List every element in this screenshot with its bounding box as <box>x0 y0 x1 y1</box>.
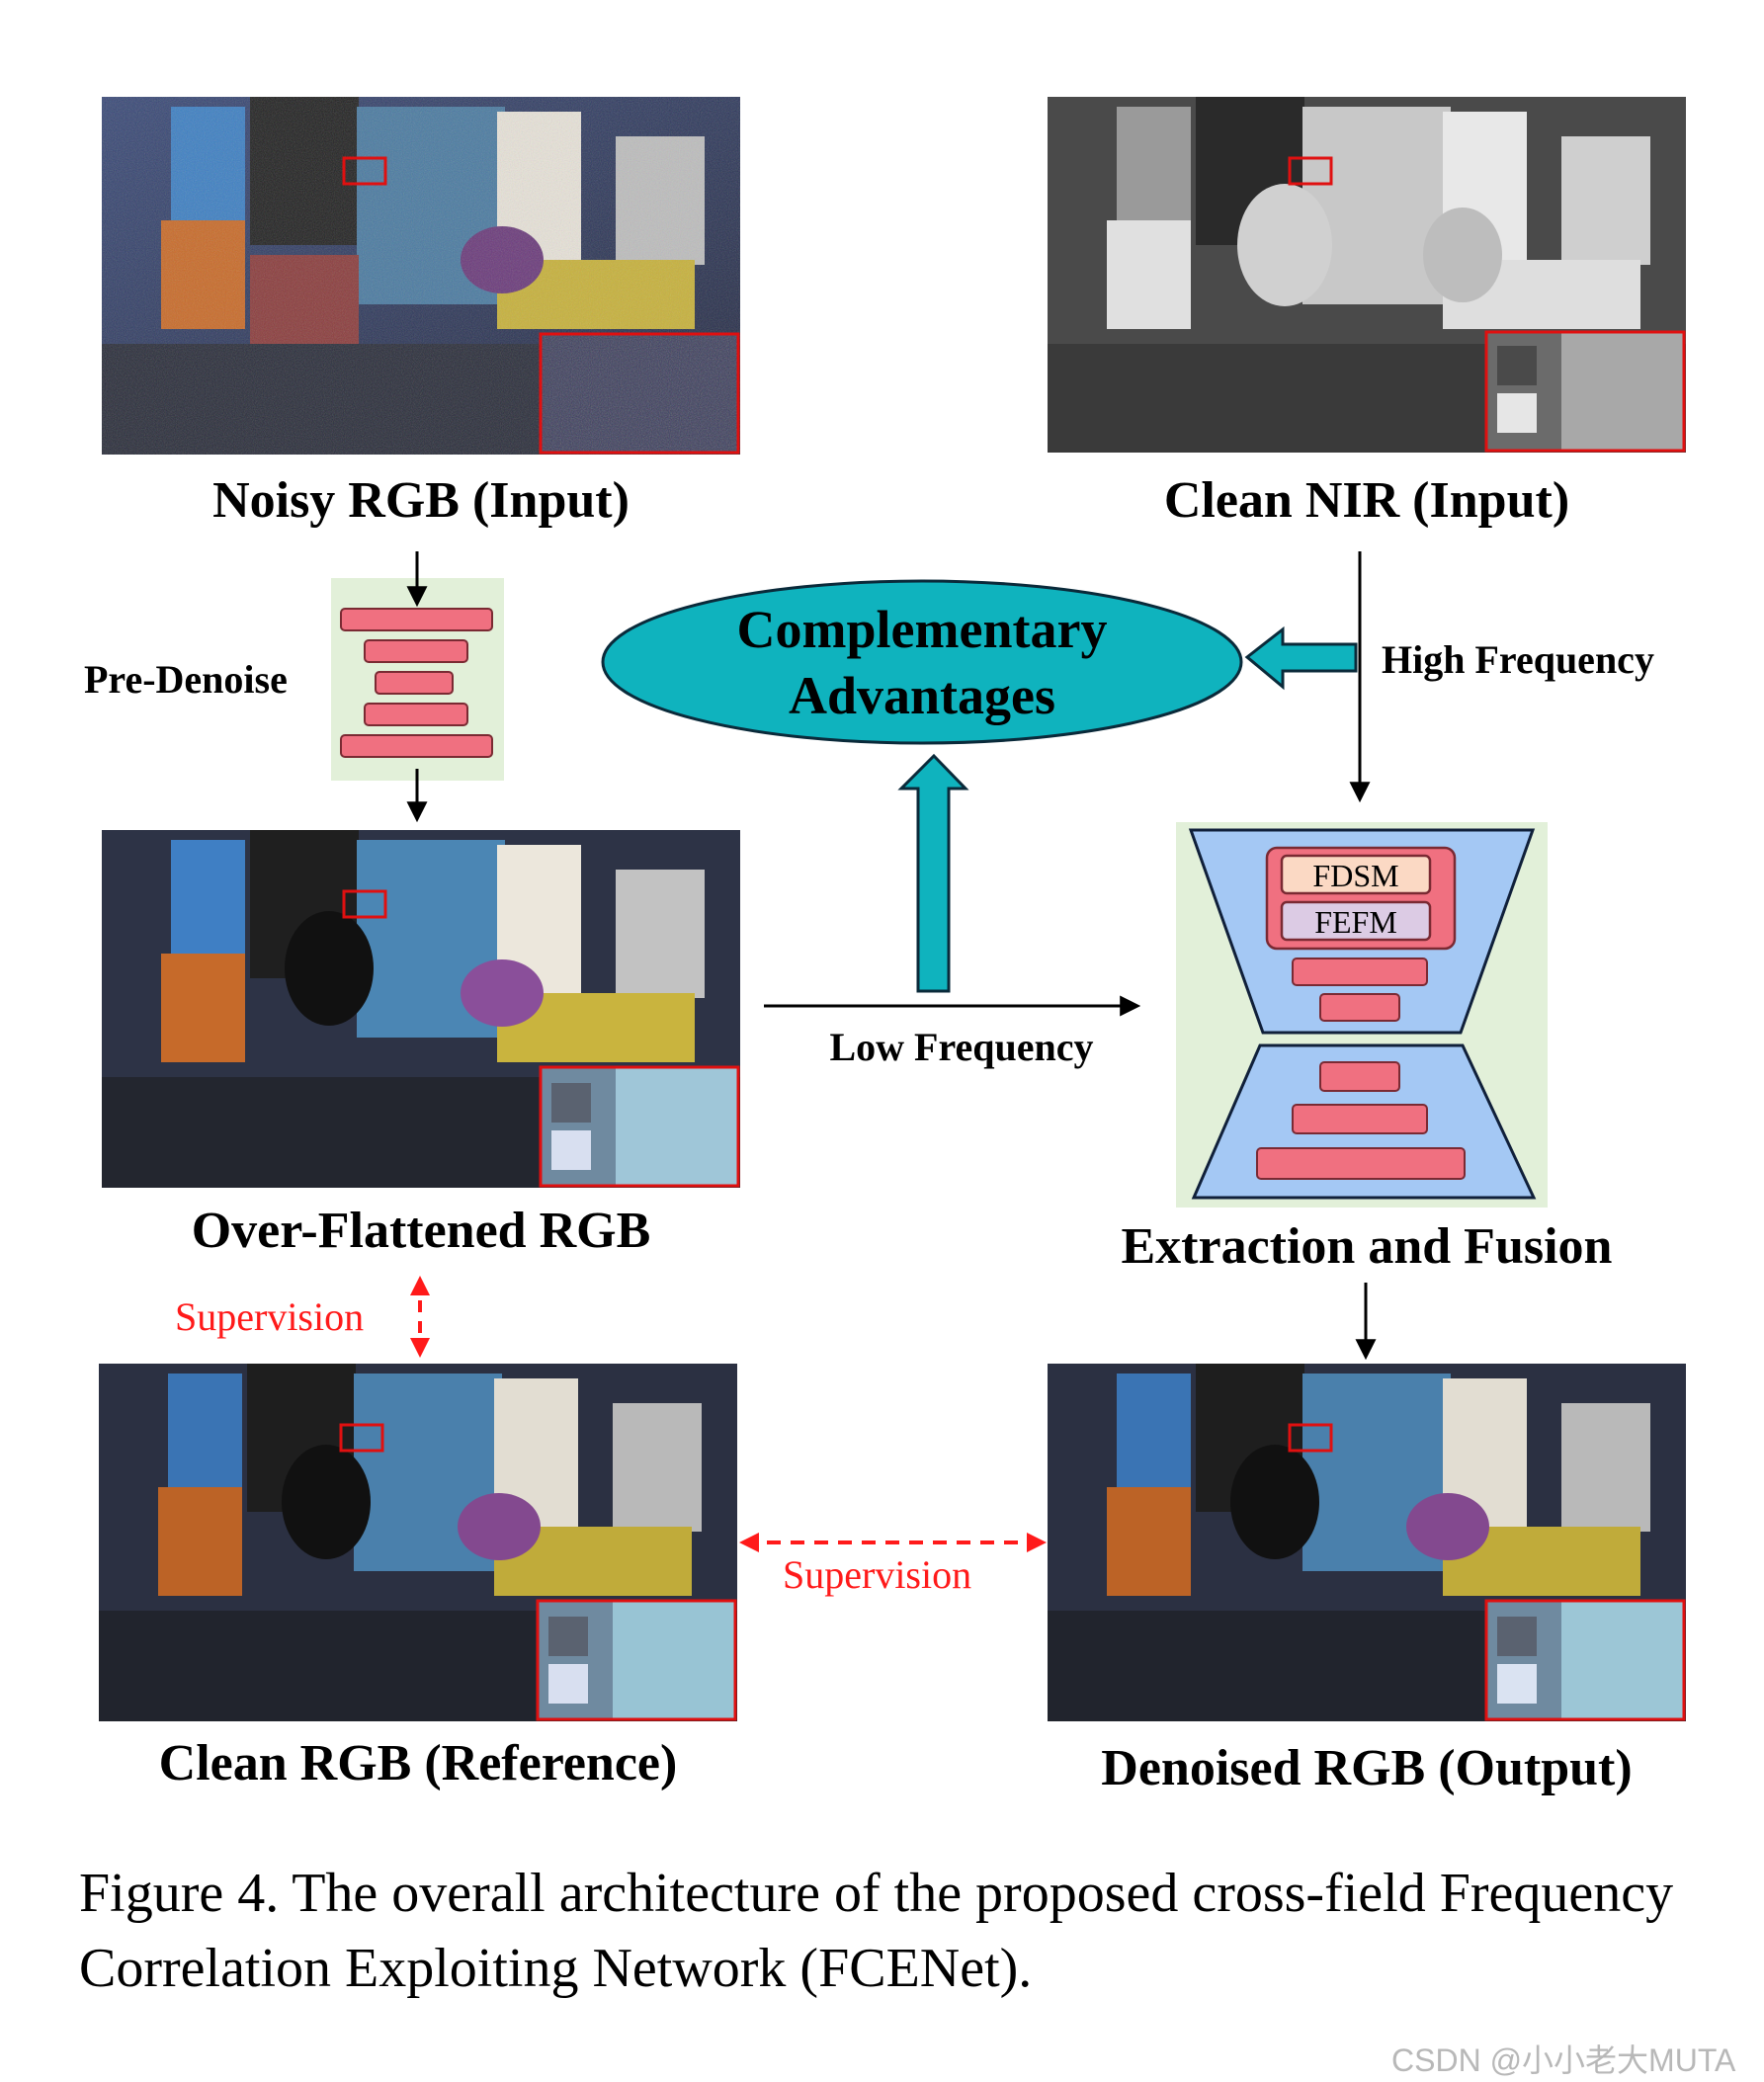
watermark: CSDN @小小老大MUTA <box>1391 2042 1736 2078</box>
encoder-block-2 <box>1319 993 1400 1022</box>
supervision-horizontal-label: Supervision <box>783 1552 972 1597</box>
extraction-fusion-label: Extraction and Fusion <box>1121 1218 1613 1275</box>
complementary-line-2: Advantages <box>789 666 1055 725</box>
decoder-block-1 <box>1319 1061 1400 1092</box>
high-frequency-block-arrow <box>1244 625 1358 691</box>
fdsm-label: FDSM <box>1312 858 1398 893</box>
pre-denoise-block-5 <box>340 734 493 758</box>
complementary-line-1: Complementary <box>737 600 1108 659</box>
fefm-label: FEFM <box>1314 904 1397 940</box>
noisy-rgb-label: Noisy RGB (Input) <box>212 472 630 529</box>
denoised-rgb-output-image <box>1048 1364 1686 1721</box>
noisy-rgb-image <box>102 97 740 455</box>
clean-nir-label: Clean NIR (Input) <box>1163 472 1570 529</box>
supervision-vertical-label: Supervision <box>175 1294 365 1339</box>
over-flattened-label: Over-Flattened RGB <box>191 1203 651 1259</box>
decoder-block-3 <box>1256 1147 1466 1180</box>
pre-denoise-block-1 <box>340 608 493 631</box>
high-frequency-label: High Frequency <box>1382 637 1654 682</box>
low-frequency-label: Low Frequency <box>829 1025 1094 1069</box>
over-flattened-rgb-image <box>102 830 740 1188</box>
clean-nir-image <box>1048 97 1686 453</box>
pre-denoise-block-3 <box>375 671 454 695</box>
pre-denoise-label: Pre-Denoise <box>84 657 288 702</box>
clean-rgb-label: Clean RGB (Reference) <box>158 1735 678 1791</box>
decoder-block-2 <box>1292 1104 1428 1134</box>
pre-denoise-block-4 <box>364 703 468 726</box>
complementary-advantages-ellipse <box>601 579 1243 745</box>
fefm-box <box>1280 900 1432 942</box>
low-frequency-block-arrow <box>897 753 969 993</box>
fdsm-box <box>1280 854 1432 895</box>
clean-rgb-reference-image <box>99 1364 737 1721</box>
pre-denoise-block-2 <box>364 639 468 663</box>
encoder-block-1 <box>1292 958 1428 986</box>
figure-caption: Figure 4. The overall architecture of th… <box>79 1863 1674 1999</box>
denoised-rgb-label: Denoised RGB (Output) <box>1101 1740 1633 1796</box>
